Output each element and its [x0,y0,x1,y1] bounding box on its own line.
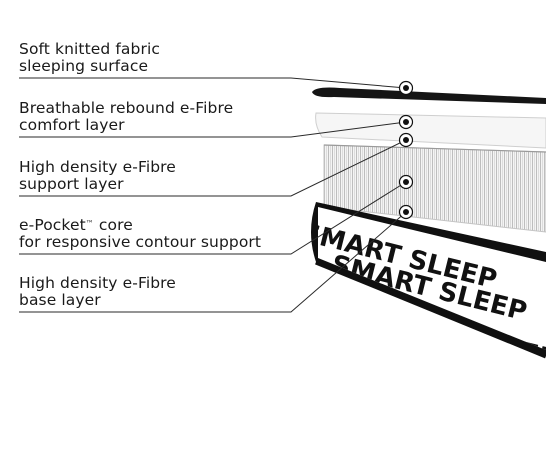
label-comfort-layer: Breathable rebound e-Fibre comfort layer [19,100,233,134]
knitted-fabric-layer [312,87,546,104]
leader-line-comfort [19,121,407,138]
comfort-layer [315,112,546,149]
label-line: sleeping surface [19,57,149,75]
leader-line-base [19,211,407,313]
leader-line-pocket [19,181,407,255]
label-pocket-core: e-Pocket™ core for responsive contour su… [19,217,261,251]
label-line: e-Pocket™ core [19,216,133,234]
leader-line-fabric [19,77,407,89]
label-support-layer: High density e-Fibre support layer [19,159,176,193]
label-line: High density e-Fibre [19,274,176,292]
label-line: for responsive contour support [19,233,262,251]
label-line: Breathable rebound e-Fibre [19,99,234,117]
label-base-layer: High density e-Fibre base layer [19,275,176,309]
label-line: base layer [19,291,101,309]
label-line: comfort layer [19,116,125,134]
label-line: Soft knitted fabric [19,40,160,58]
label-line: support layer [19,175,124,193]
leader-line-support [19,139,407,197]
label-line: High density e-Fibre [19,158,176,176]
label-knitted-fabric: Soft knitted fabric sleeping surface [19,41,160,75]
